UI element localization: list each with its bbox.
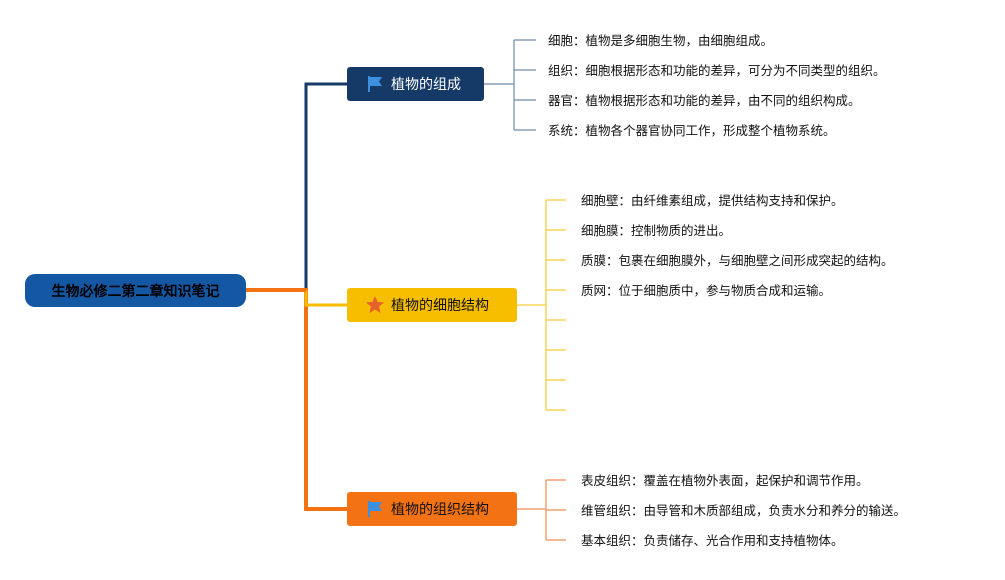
leaf-topic[interactable]: 细胞：植物是多细胞生物，由细胞组成。	[548, 33, 774, 48]
leaf-topic[interactable]: 表皮组织：覆盖在植物外表面，起保护和调节作用。	[581, 473, 869, 488]
leaf-topic[interactable]: 系统：植物各个器官协同工作，形成整个植物系统。	[548, 123, 836, 138]
leaf-topic[interactable]: 组织：细胞根据形态和功能的差异，可分为不同类型的组织。	[548, 63, 886, 78]
branch-topic-label: 植物的细胞结构	[391, 298, 489, 314]
branch-topic-label: 植物的组织结构	[391, 502, 489, 518]
branch-2-bracket	[517, 199, 566, 411]
flag-icon	[365, 74, 385, 94]
leaf-topic[interactable]: 维管组织：由导管和木质部组成，负责水分和养分的输送。	[581, 503, 907, 518]
branch-topic-plant-tissue-structure[interactable]: 植物的组织结构	[347, 492, 517, 526]
branch-topic-plant-cell-structure[interactable]: 植物的细胞结构	[347, 288, 517, 322]
star-icon	[365, 295, 385, 315]
root-to-branch-3-line	[246, 288, 347, 511]
leaf-topic[interactable]: 细胞壁：由纤维素组成，提供结构支持和保护。	[581, 193, 844, 208]
leaf-topic[interactable]: 器官：植物根据形态和功能的差异，由不同的组织构成。	[548, 93, 861, 108]
root-topic[interactable]: 生物必修二第二章知识笔记	[25, 274, 246, 307]
branch-topic-plant-composition[interactable]: 植物的组成	[347, 67, 484, 101]
leaf-topic[interactable]: 基本组织：负责储存、光合作用和支持植物体。	[581, 533, 844, 548]
root-to-branch-2-line	[304, 290, 347, 307]
branch-1-bracket	[484, 39, 536, 131]
leaf-topic[interactable]: 质膜：包裹在细胞膜外，与细胞壁之间形成突起的结构。	[581, 253, 894, 268]
root-topic-label: 生物必修二第二章知识笔记	[51, 283, 220, 300]
leaf-topic[interactable]: 细胞膜：控制物质的进出。	[581, 223, 732, 238]
branch-topic-label: 植物的组成	[391, 77, 461, 93]
branch-3-bracket	[517, 479, 566, 541]
leaf-topic[interactable]: 质网：位于细胞质中，参与物质合成和运输。	[581, 283, 832, 298]
root-to-branch-1-line	[246, 82, 347, 292]
flag-icon	[365, 499, 385, 519]
